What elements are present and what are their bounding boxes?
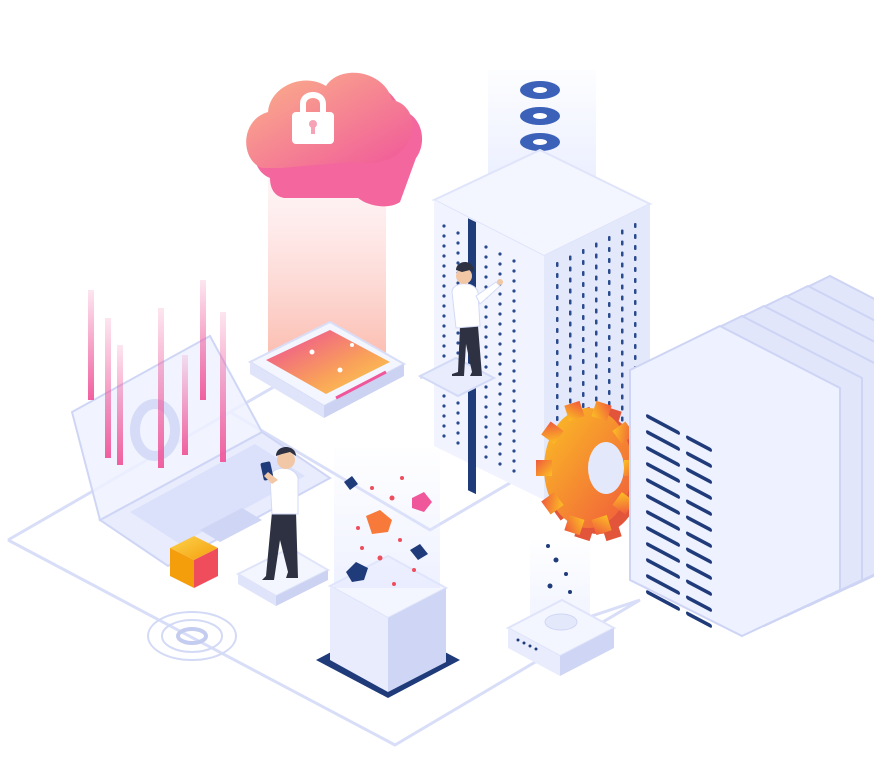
data-cube: [170, 536, 218, 588]
target-rings-icon: [147, 611, 237, 661]
router-icon: [505, 540, 617, 676]
person-with-phone: [235, 447, 331, 606]
ledge-platform: [417, 356, 497, 398]
glow-pad-platform: [247, 320, 407, 418]
floating-particles: [344, 476, 432, 586]
laptop-icon: [70, 334, 332, 568]
signal-bars: [88, 280, 226, 468]
worker-on-tower: [451, 262, 503, 376]
lock-icon: [292, 92, 334, 144]
document-stack-icon: [629, 274, 874, 638]
particle-pedestal: [316, 448, 460, 698]
cloud-icon: [246, 72, 423, 207]
